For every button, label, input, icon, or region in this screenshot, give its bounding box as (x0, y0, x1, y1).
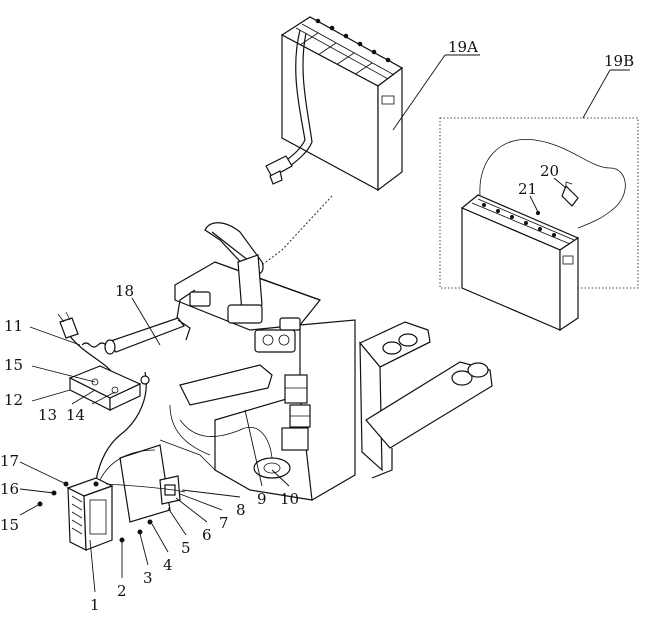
controller-unit (66, 477, 114, 551)
callout-15-bottom: 15 (0, 516, 19, 534)
callout-13: 13 (38, 406, 57, 424)
mounting-plate (119, 444, 181, 523)
tiller-handle-icon (204, 222, 264, 324)
callout-4: 4 (163, 556, 173, 574)
pallet-truck (159, 222, 493, 501)
battery-box-19b (439, 117, 639, 332)
callout-3: 3 (143, 569, 153, 587)
contactor-cluster-icon (281, 374, 311, 451)
callout-7: 7 (219, 514, 229, 532)
callout-14: 14 (66, 406, 85, 424)
callout-15-top: 15 (4, 356, 23, 374)
callout-11: 11 (4, 317, 23, 335)
callout-19a: 19A (448, 38, 478, 56)
battery-19a (265, 16, 404, 192)
fork-roller-icon-2 (451, 362, 489, 386)
callout-21: 21 (518, 180, 537, 198)
callout-8: 8 (236, 501, 246, 519)
callout-10: 10 (280, 490, 299, 508)
charger-bracket (68, 365, 142, 411)
callout-16: 16 (0, 480, 19, 498)
callout-labels: 19A 19B 20 21 18 11 15 12 13 14 17 16 15… (0, 38, 634, 614)
callout-19b: 19B (604, 52, 634, 70)
callout-1: 1 (90, 596, 100, 614)
control-panel-icon (254, 317, 301, 353)
side-handle (104, 317, 191, 355)
callout-12: 12 (4, 391, 23, 409)
fork-roller-icon (382, 333, 418, 355)
callout-9: 9 (257, 490, 267, 508)
callout-2: 2 (117, 582, 127, 600)
leader-lines (19, 54, 630, 593)
callout-20: 20 (540, 162, 559, 180)
callout-17: 17 (0, 452, 19, 470)
lifting-handle-icon (561, 181, 579, 207)
callout-5: 5 (181, 539, 191, 557)
callout-6: 6 (202, 526, 212, 544)
battery-plug-icon (265, 155, 293, 185)
callout-18: 18 (115, 282, 134, 300)
